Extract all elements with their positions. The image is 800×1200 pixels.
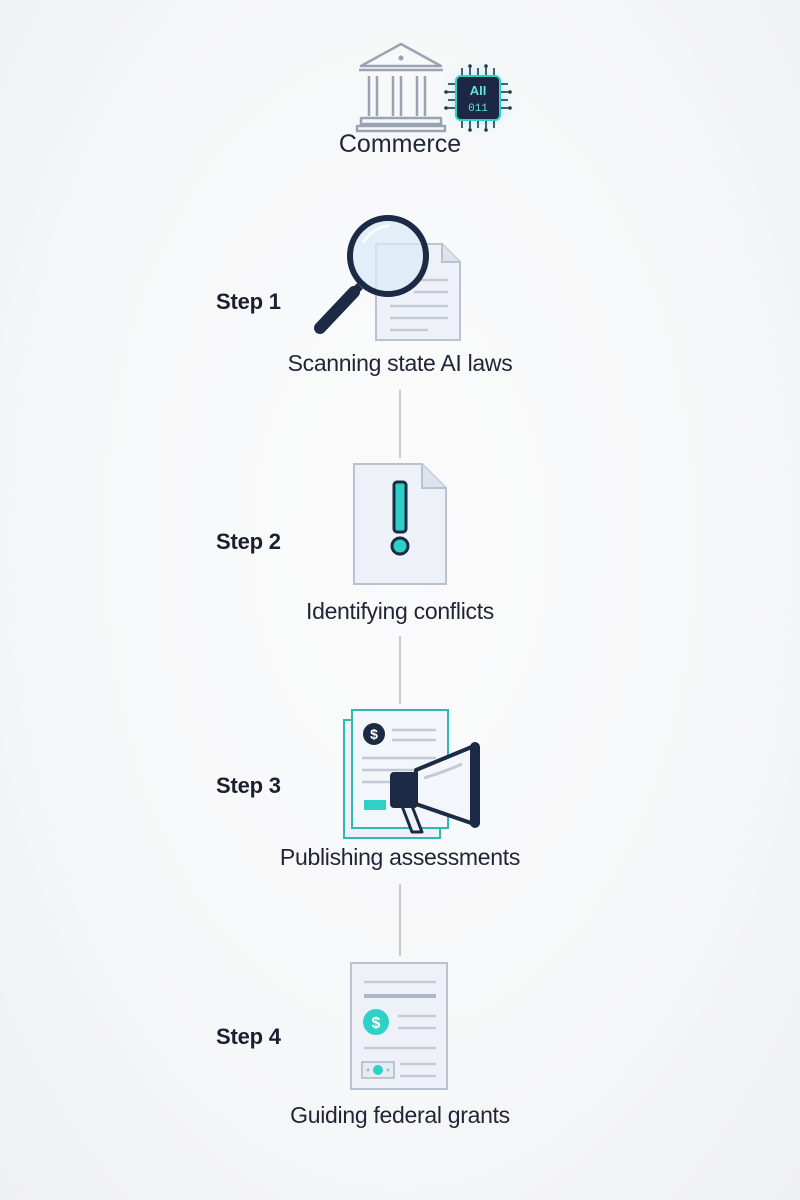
step-2-caption: Identifying conflicts [305,598,495,624]
grant-document-icon: $ [350,962,448,1090]
svg-text:$: $ [372,1015,381,1032]
connector-1-2 [399,390,401,458]
magnifying-glass-document-icon [314,215,461,341]
document-alert-icon [353,463,447,585]
government-building-icon [355,42,447,133]
step-1-label: Step 1 [216,289,281,314]
step-3-caption: Publishing assessments [279,844,521,870]
ai-chip-icon: AII 011 [436,56,520,140]
header-label: Commerce [338,130,462,158]
connector-2-3 [399,636,401,704]
step-4-caption: Guiding federal grants [290,1102,510,1128]
step-2-label: Step 2 [216,529,281,554]
megaphone-documents-icon: $ [343,709,480,839]
step-1-caption: Scanning state AI laws [287,350,513,376]
step-4-label: Step 4 [216,1024,281,1049]
connector-3-4 [399,884,401,956]
svg-text:$: $ [370,726,378,742]
step-3-label: Step 3 [216,773,281,798]
chip-text-top: AII [470,83,487,98]
chip-text-bottom: 011 [468,103,488,115]
